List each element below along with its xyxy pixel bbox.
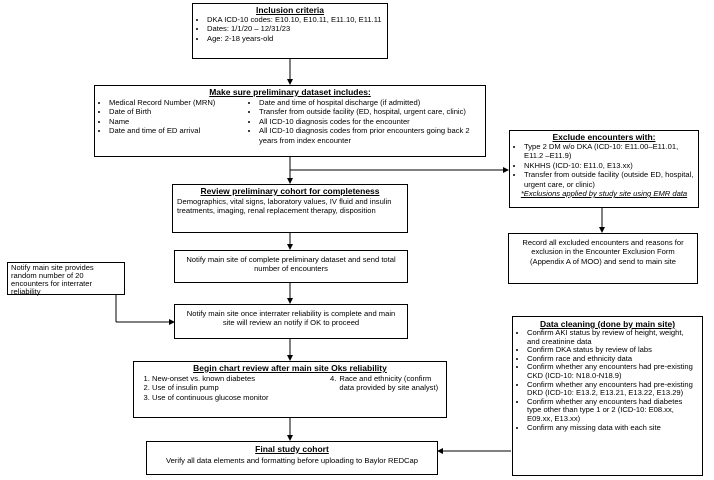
notify-reliability-box: Notify main site once interrater reliabi… <box>174 304 408 339</box>
inclusion-criteria-box: Inclusion criteria DKA ICD-10 codes: E10… <box>192 3 388 59</box>
list-item: Age: 2-18 years-old <box>207 34 383 43</box>
final-title: Final study cohort <box>255 444 329 454</box>
list-item: Type 2 DM w/o DKA (ICD-10: E11.00–E11.01… <box>524 142 694 161</box>
list-item: Use of insulin pump <box>152 383 330 392</box>
exclude-note: *Exclusions applied by study site using … <box>520 189 688 199</box>
cleaning-list: Confirm AKI status by review of height, … <box>517 328 698 433</box>
list-item: New-onset vs. known diabetes <box>152 374 330 383</box>
list-item: Confirm whether any encounters had diabe… <box>527 397 698 424</box>
exclude-encounters-box: Exclude encounters with: Type 2 DM w/o D… <box>509 130 699 208</box>
final-cohort-box: Final study cohort Verify all data eleme… <box>146 441 438 475</box>
notify-random-box: Notify main site provides random number … <box>7 262 125 296</box>
notify-complete-box: Notify main site of complete preliminary… <box>174 250 408 283</box>
list-item: DKA ICD-10 codes: E10.10, E10.11, E11.10… <box>207 15 383 24</box>
list-item: All ICD-10 diagnosis codes for the encou… <box>259 117 481 126</box>
list-item: Date and time of hospital discharge (if … <box>259 98 481 107</box>
preliminary-right-list: Date and time of hospital discharge (if … <box>249 98 481 145</box>
list-item: Date and time of ED arrival <box>109 126 247 135</box>
preliminary-title: Make sure preliminary dataset includes: <box>209 87 371 97</box>
chart-review-title: Begin chart review after main site Oks r… <box>193 363 387 373</box>
list-item: Confirm AKI status by review of height, … <box>527 328 698 346</box>
review-cohort-box: Review preliminary cohort for completene… <box>172 184 408 233</box>
chart-review-left-list: New-onset vs. known diabetes Use of insu… <box>140 374 330 402</box>
list-item: Transfer from outside facility (ED, hosp… <box>259 107 481 116</box>
chart-review-box: Begin chart review after main site Oks r… <box>133 361 447 418</box>
inclusion-title: Inclusion criteria <box>255 5 325 15</box>
record-excluded-box: Record all excluded encounters and reaso… <box>508 233 698 284</box>
preliminary-dataset-box: Make sure preliminary dataset includes: … <box>94 85 486 157</box>
list-item: Dates: 1/1/20 – 12/31/23 <box>207 24 383 33</box>
list-item: Name <box>109 117 247 126</box>
list-item: Medical Record Number (MRN) <box>109 98 247 107</box>
list-item: Confirm DKA status by review of labs <box>527 346 698 355</box>
notify-complete-text: Notify main site of complete preliminary… <box>186 255 396 274</box>
inclusion-list: DKA ICD-10 codes: E10.10, E10.11, E11.10… <box>197 15 383 43</box>
exclude-list: Type 2 DM w/o DKA (ICD-10: E11.00–E11.01… <box>514 142 694 189</box>
review-text: Demographics, vital signs, laboratory va… <box>177 197 392 216</box>
notify-reliability-text: Notify main site once interrater reliabi… <box>186 309 396 328</box>
review-title: Review preliminary cohort for completene… <box>200 186 380 196</box>
list-item: Confirm whether any encounters had pre-e… <box>527 380 698 398</box>
list-item: Confirm any missing data with each site <box>527 423 698 433</box>
exclude-title: Exclude encounters with: <box>552 132 656 142</box>
list-item: All ICD-10 diagnosis codes from prior en… <box>259 126 481 145</box>
chart-review-right-text: Race and ethnicity (confirm data provide… <box>339 374 439 393</box>
list-item: Transfer from outside facility (outside … <box>524 170 694 189</box>
chart-review-right-number: 4. <box>330 374 337 383</box>
preliminary-left-list: Medical Record Number (MRN) Date of Birt… <box>99 98 247 136</box>
list-item: Date of Birth <box>109 107 247 116</box>
list-item: Confirm race and ethnicity data <box>527 354 698 364</box>
record-text: Record all excluded encounters and reaso… <box>522 238 684 266</box>
cleaning-title: Data cleaning (done by main site) <box>539 319 676 329</box>
chart-review-right-item: 4. Race and ethnicity (confirm data prov… <box>330 374 442 393</box>
final-text: Verify all data elements and formatting … <box>165 456 418 465</box>
list-item: Confirm whether any encounters had pre-e… <box>527 363 698 380</box>
data-cleaning-box: Data cleaning (done by main site) Confir… <box>512 316 703 476</box>
list-item: Use of continuous glucose monitor <box>152 393 330 402</box>
notify-random-text: Notify main site provides random number … <box>11 263 94 296</box>
list-item: NKHHS (ICD-10: E11.0, E13.xx) <box>524 161 694 170</box>
